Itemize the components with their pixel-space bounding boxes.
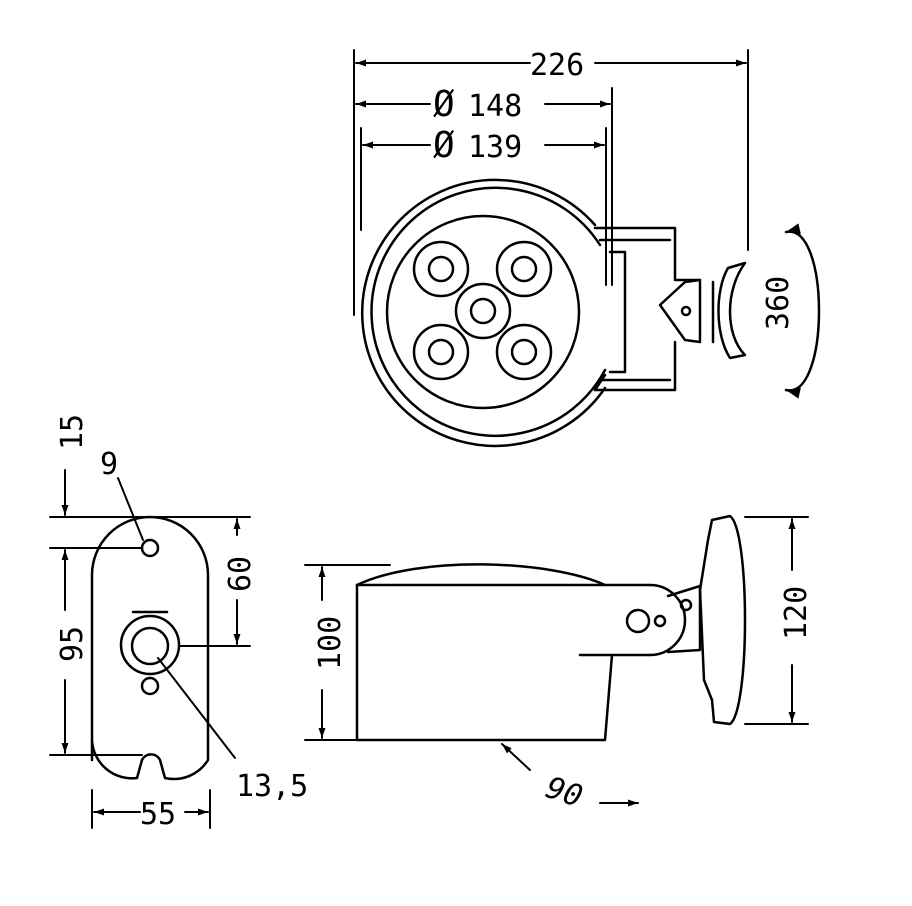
bracket-block bbox=[593, 226, 702, 392]
swivel-mount bbox=[698, 280, 715, 344]
angle-label: 90 bbox=[542, 770, 587, 814]
inner-diameter-symbol: Ø bbox=[433, 125, 455, 166]
suction-pad-side bbox=[717, 261, 747, 360]
plate-width-label: 55 bbox=[140, 797, 176, 832]
base-plate-view bbox=[90, 515, 210, 781]
overall-width-label: 226 bbox=[530, 48, 584, 83]
dimension-labels: 226 Ø 148 Ø 139 360 15 9 95 60 13,5 55 1… bbox=[55, 48, 814, 832]
outer-diameter-symbol: Ø bbox=[433, 84, 455, 125]
top-view bbox=[361, 178, 821, 448]
center-hole-label: 13,5 bbox=[236, 769, 308, 804]
plate-outline bbox=[90, 515, 210, 781]
center-hole-inner bbox=[130, 626, 170, 666]
top-view-dimensions bbox=[353, 49, 749, 316]
center-hole-outer bbox=[119, 614, 181, 676]
hole-diameter-label: 9 bbox=[100, 447, 118, 482]
cradle-inner-outline bbox=[370, 186, 607, 437]
suction-cups bbox=[412, 240, 553, 381]
center-offset-label: 60 bbox=[223, 556, 258, 592]
rotation-label: 360 bbox=[761, 276, 796, 330]
side-view bbox=[355, 514, 747, 742]
rotation-arc bbox=[784, 223, 821, 399]
side-view-dimensions bbox=[304, 516, 809, 807]
cradle-outer-outline bbox=[361, 178, 607, 448]
side-height-label: 100 bbox=[313, 616, 348, 670]
cup-dome bbox=[355, 563, 607, 587]
outer-diameter-label: 148 bbox=[468, 89, 522, 124]
top-offset-label: 15 bbox=[55, 414, 90, 450]
side-pad bbox=[698, 514, 747, 726]
top-hole bbox=[140, 538, 160, 558]
cup-body bbox=[355, 583, 652, 742]
inner-ring bbox=[385, 214, 581, 410]
joint-arm bbox=[648, 583, 687, 657]
swivel-joint bbox=[658, 278, 702, 344]
inner-diameter-label: 139 bbox=[468, 130, 522, 165]
bracket-inner bbox=[608, 250, 627, 374]
base-plate-dimensions bbox=[49, 469, 251, 829]
hole-spacing-label: 95 bbox=[55, 626, 90, 662]
bracket-height-label: 120 bbox=[779, 586, 814, 640]
